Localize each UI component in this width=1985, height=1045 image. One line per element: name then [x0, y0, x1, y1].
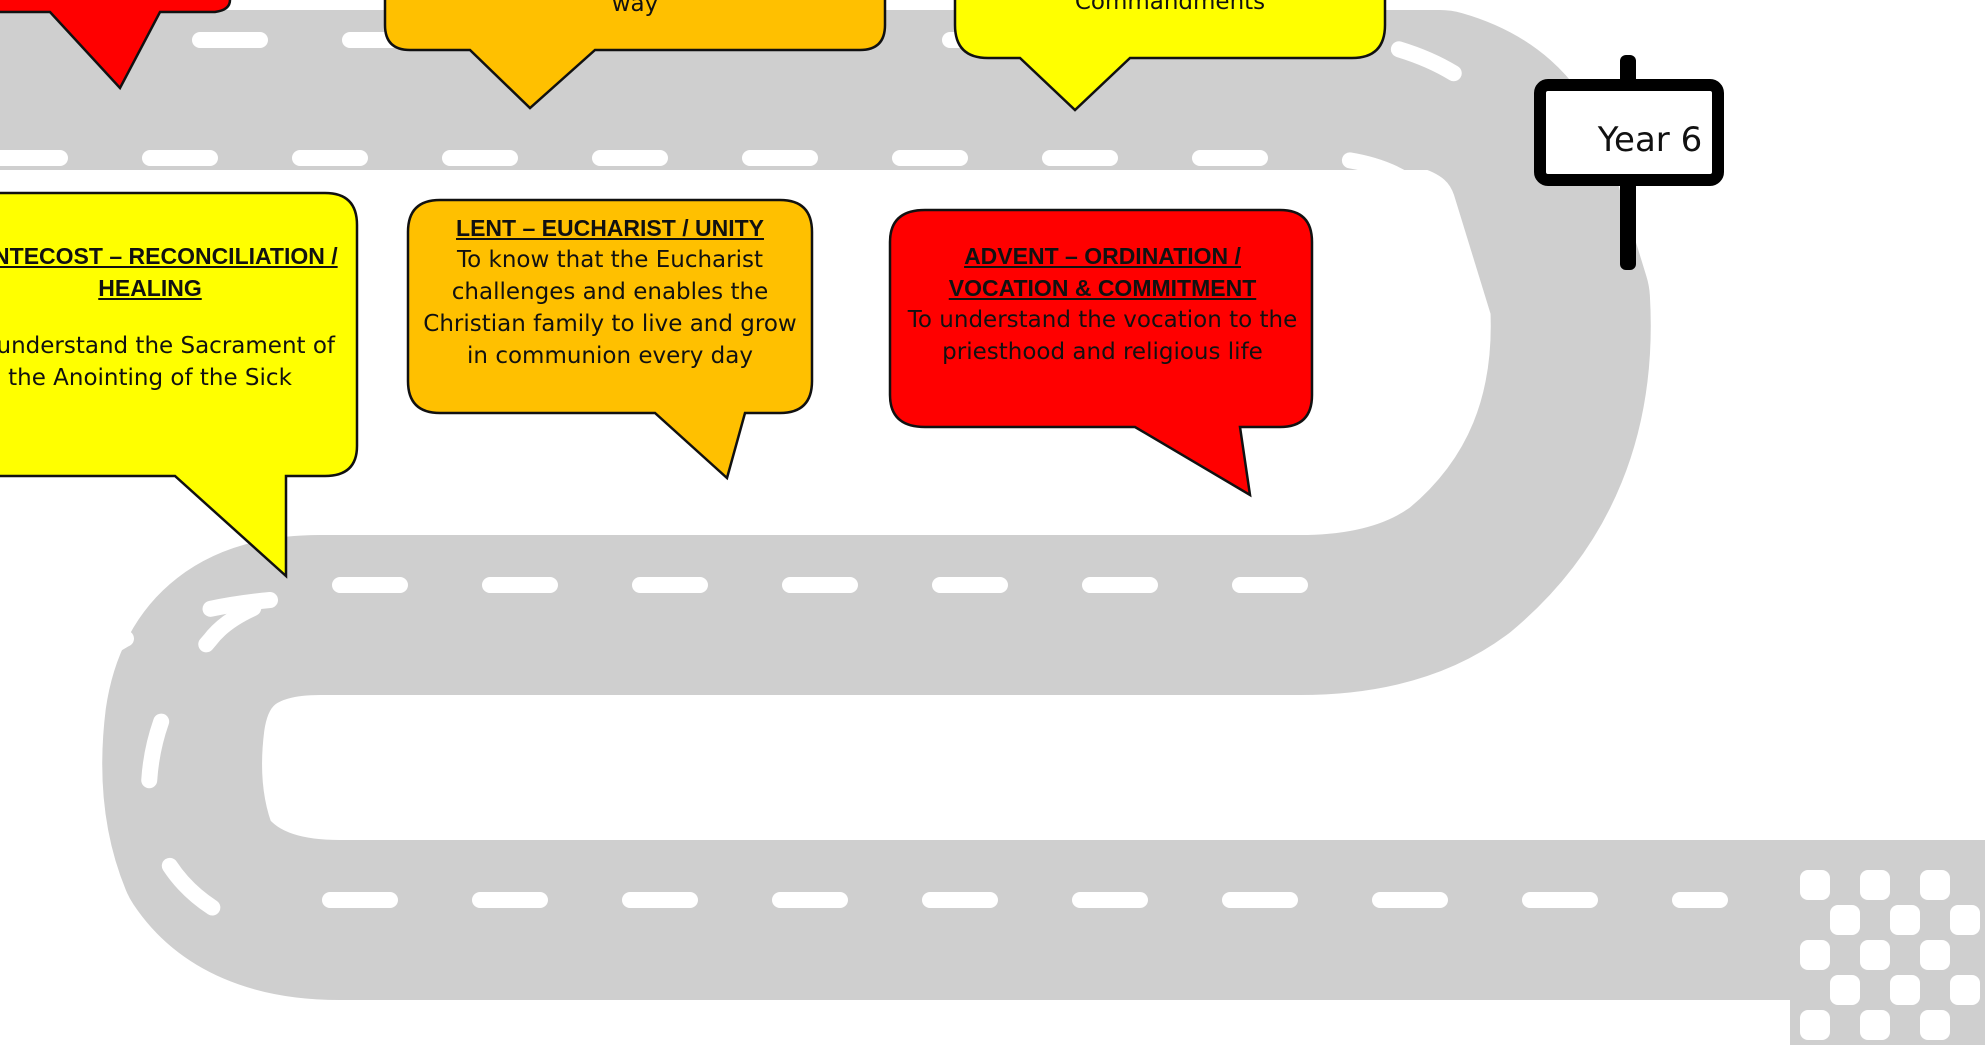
- road-lane-left-curve: [31, 592, 278, 968]
- bubble-pentecost-text: PENTECOST – RECONCILIATION / HEALING To …: [0, 240, 340, 394]
- bubble-pentecost-title: PENTECOST – RECONCILIATION / HEALING: [0, 243, 338, 301]
- bubble-lent-body: To know that the Eucharist challenges an…: [423, 247, 797, 369]
- bubble-advent-title: ADVENT – ORDINATION / VOCATION & COMMITM…: [948, 243, 1257, 301]
- road-lane-top: [192, 32, 1518, 138]
- bubble-lent-text: LENT – EUCHARIST / UNITY To know that th…: [420, 212, 800, 372]
- bubble-top-yellow-body: Commandments: [1074, 0, 1266, 15]
- road: [0, 10, 1985, 1018]
- bubble-pentecost: [0, 191, 359, 579]
- bubble-top-red: [0, 0, 232, 91]
- road-lane-upper: [0, 150, 1481, 528]
- bubble-top-orange-text: way: [385, 0, 885, 20]
- bubble-lent: [406, 198, 814, 481]
- year-sign-label: Year 6: [1597, 120, 1703, 160]
- bubble-top-yellow: [953, 0, 1387, 112]
- road-surface: [0, 10, 1985, 1000]
- bubble-top-orange: [383, 0, 887, 110]
- year-sign: [1534, 55, 1724, 270]
- bubble-pentecost-body: To understand the Sacrament of the Anoin…: [0, 333, 336, 391]
- road-lane-lower: [140, 577, 1308, 938]
- bubble-lent-title: LENT – EUCHARIST / UNITY: [456, 215, 764, 241]
- bubble-top-yellow-text: Commandments: [955, 0, 1385, 18]
- bubble-top-orange-body: way: [611, 0, 659, 17]
- bubble-advent: [888, 208, 1314, 498]
- bubble-advent-body: To understand the vocation to the priest…: [907, 307, 1298, 365]
- finish-line-checker: [1790, 860, 1985, 1045]
- bubble-advent-text: ADVENT – ORDINATION / VOCATION & COMMITM…: [905, 240, 1300, 368]
